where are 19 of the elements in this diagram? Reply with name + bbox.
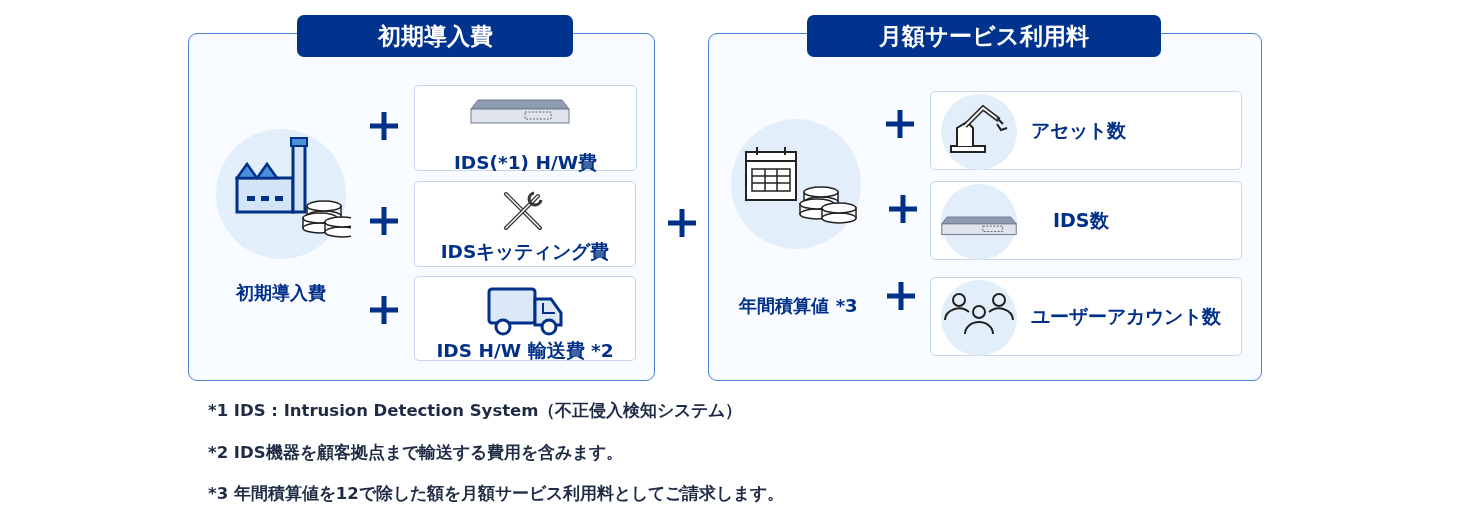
item-label: ユーザーアカウント数: [1031, 304, 1221, 329]
heading-tab: 月額サービス利用料: [807, 15, 1161, 57]
item-card: [414, 85, 637, 171]
item-card: [414, 276, 636, 361]
item-label: IDS数: [1053, 208, 1109, 233]
footnote: *2 IDS機器を顧客拠点まで輸送する費用を含みます。: [208, 442, 623, 464]
item-label: アセット数: [1031, 118, 1126, 143]
item-label: IDS H/W 輸送費 *2: [435, 339, 615, 363]
circle-caption: 初期導入費: [235, 281, 327, 305]
item-card: [930, 277, 1242, 356]
item-card: [414, 181, 636, 267]
circle-caption: 年間積算値 *3: [738, 294, 859, 318]
item-card: [930, 91, 1242, 170]
item-card: [930, 181, 1242, 260]
footnote: *3 年間積算値を12で除した額を月額サービス利用料としてご請求します。: [208, 483, 784, 505]
item-label: IDSキッティング費: [439, 240, 611, 264]
item-label: IDS(*1) H/W費: [452, 151, 599, 175]
footnote: *1 IDS : Intrusion Detection System（不正侵入検知システム）: [208, 400, 743, 422]
heading-tab: 初期導入費: [297, 15, 573, 57]
